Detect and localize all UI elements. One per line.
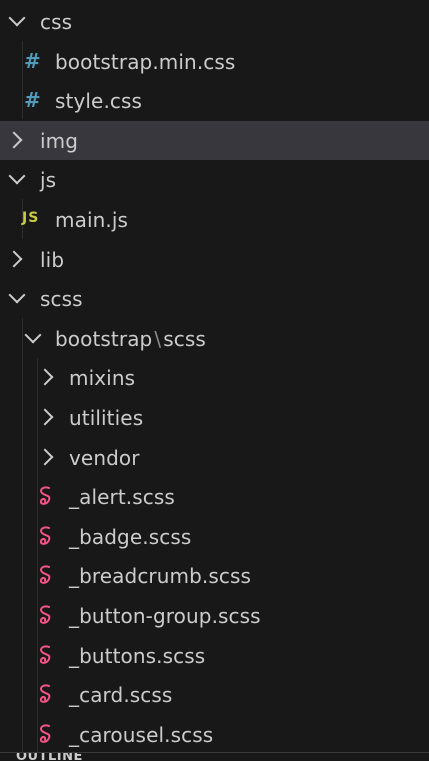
sass-file-icon [39,486,51,505]
file-label: bootstrap.min.css [55,49,236,74]
chevron-down-icon [8,286,26,304]
file-label: _carousel.scss [69,722,214,747]
chevron-right-icon [36,448,54,466]
folder-label: js [40,167,57,192]
indent-guide [22,41,23,119]
sass-file-icon [39,724,51,743]
file-card-scss[interactable]: _card.scss [0,675,429,714]
folder-label: lib [40,247,65,272]
folder-utilities[interactable]: utilities [0,398,429,437]
folder-label: bootstrap\scss [55,327,206,351]
file-bootstrap-min-css[interactable]: # bootstrap.min.css [0,42,429,81]
folder-label: img [40,128,79,153]
folder-label-part: bootstrap [55,326,153,351]
sass-file-icon [39,605,51,624]
sass-file-icon [39,684,51,703]
folder-bootstrap-scss[interactable]: bootstrap\scss [0,319,429,358]
file-label: _alert.scss [69,484,175,509]
folder-label: mixins [69,365,136,390]
file-carousel-scss[interactable]: _carousel.scss [0,715,429,754]
sass-file-icon [39,526,51,545]
outline-panel-header[interactable]: OUTLINE [0,752,429,761]
css-file-icon: # [24,88,41,112]
file-style-css[interactable]: # style.css [0,81,429,120]
sass-file-icon [39,565,51,584]
folder-lib[interactable]: lib [0,240,429,279]
folder-label: css [40,9,73,34]
indent-guide [37,358,38,752]
chevron-down-icon [24,326,42,344]
outline-title: OUTLINE [16,752,83,761]
folder-label: utilities [69,405,144,430]
folder-vendor[interactable]: vendor [0,438,429,477]
folder-label-part: scss [163,326,206,351]
file-badge-scss[interactable]: _badge.scss [0,517,429,556]
chevron-right-icon [36,368,54,386]
file-label: _breadcrumb.scss [69,563,252,588]
file-main-js[interactable]: JS main.js [0,200,429,239]
file-label: _badge.scss [69,524,192,549]
folder-js[interactable]: js [0,160,429,199]
file-breadcrumb-scss[interactable]: _breadcrumb.scss [0,556,429,595]
path-separator: \ [154,326,162,351]
file-label: main.js [55,207,129,232]
indent-guide [22,199,23,239]
folder-label: vendor [69,445,140,470]
chevron-right-icon [5,250,23,268]
folder-label: scss [40,286,83,311]
sass-file-icon [39,645,51,664]
file-label: _buttons.scss [69,643,206,668]
indent-guide [22,318,23,752]
folder-css[interactable]: css [0,2,429,41]
file-buttons-scss[interactable]: _buttons.scss [0,636,429,675]
chevron-down-icon [8,167,26,185]
folder-mixins[interactable]: mixins [0,358,429,397]
chevron-right-icon [36,408,54,426]
folder-scss[interactable]: scss [0,279,429,318]
chevron-right-icon [5,131,23,149]
file-label: _button-group.scss [69,603,261,628]
file-button-group-scss[interactable]: _button-group.scss [0,596,429,635]
folder-img[interactable]: img [0,121,429,160]
chevron-down-icon [8,9,26,27]
file-alert-scss[interactable]: _alert.scss [0,477,429,516]
file-label: _card.scss [69,682,173,707]
file-label: style.css [55,88,143,113]
css-file-icon: # [24,49,41,73]
js-file-icon: JS [22,210,40,226]
